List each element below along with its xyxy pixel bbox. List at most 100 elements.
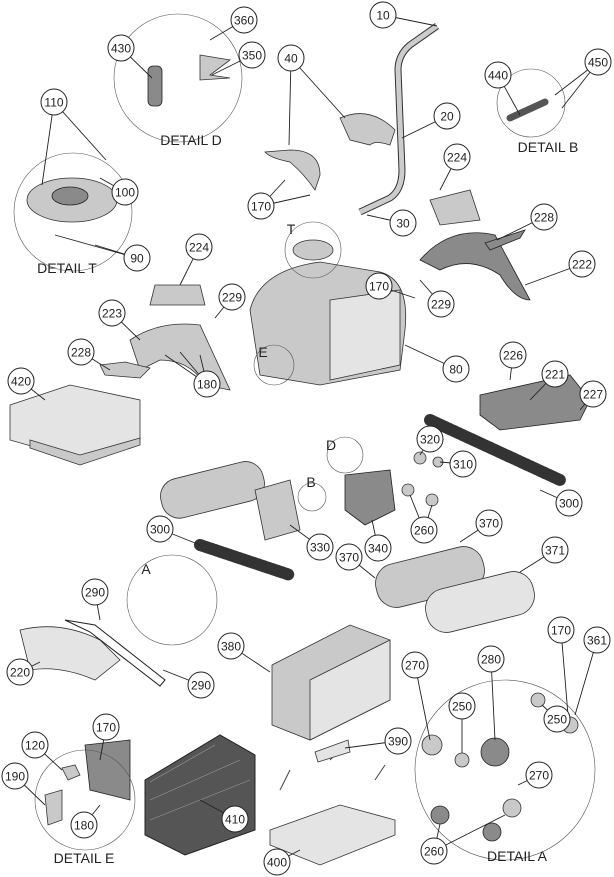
callout-280[interactable]: 280	[477, 645, 505, 673]
callout-110[interactable]: 110	[40, 88, 68, 116]
callout-number: 180	[74, 819, 94, 833]
callout-30[interactable]: 30	[389, 209, 417, 237]
bushing-part	[421, 734, 443, 756]
top-cover-part	[292, 239, 334, 261]
callout-220[interactable]: 220	[6, 658, 34, 686]
callout-224[interactable]: 224	[185, 233, 213, 261]
callout-380[interactable]: 380	[217, 632, 245, 660]
callout-250[interactable]: 250	[448, 692, 476, 720]
callout-circle	[475, 509, 503, 537]
callout-180[interactable]: 180	[70, 811, 98, 839]
callout-222[interactable]: 222	[568, 250, 596, 278]
callout-170[interactable]: 170	[547, 616, 575, 644]
callout-circle	[364, 534, 392, 562]
callout-190[interactable]: 190	[1, 762, 29, 790]
callout-number: 226	[503, 349, 523, 363]
callout-number: 350	[242, 49, 262, 63]
callout-number: 370	[339, 551, 359, 565]
callout-80[interactable]: 80	[442, 355, 470, 383]
callout-circle	[484, 61, 512, 89]
callout-270[interactable]: 270	[401, 651, 429, 679]
callout-number: 170	[251, 200, 271, 214]
callout-229[interactable]: 229	[427, 290, 455, 318]
callout-300[interactable]: 300	[555, 489, 583, 517]
motor-block-part	[254, 479, 301, 541]
callout-420[interactable]: 420	[7, 367, 35, 395]
callout-number: 80	[449, 363, 463, 377]
callout-350[interactable]: 350	[238, 41, 266, 69]
callout-430[interactable]: 430	[107, 34, 135, 62]
callout-10[interactable]: 10	[369, 1, 397, 29]
callout-340[interactable]: 340	[364, 534, 392, 562]
callout-228[interactable]: 228	[530, 203, 558, 231]
callout-circle	[98, 299, 126, 327]
callout-400[interactable]: 400	[263, 848, 291, 876]
callout-number: 190	[5, 770, 25, 784]
callout-371[interactable]: 371	[541, 536, 569, 564]
bumper-part	[484, 229, 526, 251]
callout-270[interactable]: 270	[525, 761, 553, 789]
detail-circle	[496, 68, 566, 138]
callout-410[interactable]: 410	[221, 805, 249, 833]
callout-221[interactable]: 221	[541, 360, 569, 388]
callout-number: 120	[25, 739, 45, 753]
callout-310[interactable]: 310	[449, 450, 477, 478]
callout-circle	[541, 360, 569, 388]
callout-228[interactable]: 228	[67, 338, 95, 366]
callout-330[interactable]: 330	[306, 533, 334, 561]
callout-circle	[111, 178, 139, 206]
callout-number: 250	[452, 700, 472, 714]
callout-170[interactable]: 170	[365, 272, 393, 300]
side-cover-part	[19, 626, 121, 681]
callout-circle	[389, 209, 417, 237]
callout-circle	[584, 48, 612, 76]
callout-260[interactable]: 260	[410, 516, 438, 544]
callout-360[interactable]: 360	[230, 6, 258, 34]
callout-circle	[1, 762, 29, 790]
handle-part	[264, 149, 321, 191]
callout-170[interactable]: 170	[92, 713, 120, 741]
callout-170[interactable]: 170	[247, 192, 275, 220]
callout-250[interactable]: 250	[543, 705, 571, 733]
pulley-part	[482, 822, 502, 842]
callout-circle	[187, 671, 215, 699]
callout-circle	[442, 355, 470, 383]
detail-circle	[414, 679, 596, 861]
callout-number: 40	[284, 52, 298, 66]
callout-100[interactable]: 100	[111, 178, 139, 206]
callout-number: 229	[222, 291, 242, 305]
callout-number: 110	[44, 96, 63, 110]
callout-223[interactable]: 223	[98, 299, 126, 327]
callout-224[interactable]: 224	[443, 143, 471, 171]
callout-90[interactable]: 90	[123, 244, 151, 272]
callout-180[interactable]: 180	[193, 370, 221, 398]
callout-226[interactable]: 226	[499, 341, 527, 369]
callout-450[interactable]: 450	[584, 48, 612, 76]
callout-number: 300	[559, 497, 579, 511]
callout-circle	[443, 143, 471, 171]
callout-number: 221	[545, 368, 565, 382]
right-side-cover-part	[419, 232, 531, 301]
callout-circle	[541, 536, 569, 564]
callout-370[interactable]: 370	[335, 543, 363, 571]
callout-390[interactable]: 390	[384, 727, 412, 755]
callout-circle	[384, 727, 412, 755]
callout-290[interactable]: 290	[81, 578, 109, 606]
callout-number: 20	[440, 110, 454, 124]
callout-120[interactable]: 120	[21, 731, 49, 759]
callout-227[interactable]: 227	[579, 380, 607, 408]
callout-361[interactable]: 361	[583, 626, 611, 654]
callout-20[interactable]: 20	[433, 102, 461, 130]
callout-440[interactable]: 440	[484, 61, 512, 89]
callout-number: 340	[368, 542, 388, 556]
callout-320[interactable]: 320	[416, 425, 444, 453]
callout-260[interactable]: 260	[420, 837, 448, 865]
callout-number: 229	[431, 298, 451, 312]
callout-circle	[433, 102, 461, 130]
callout-40[interactable]: 40	[277, 44, 305, 72]
callout-370[interactable]: 370	[475, 509, 503, 537]
callout-229[interactable]: 229	[218, 283, 246, 311]
callout-290[interactable]: 290	[187, 671, 215, 699]
callout-number: 370	[479, 517, 499, 531]
callout-300[interactable]: 300	[146, 515, 174, 543]
